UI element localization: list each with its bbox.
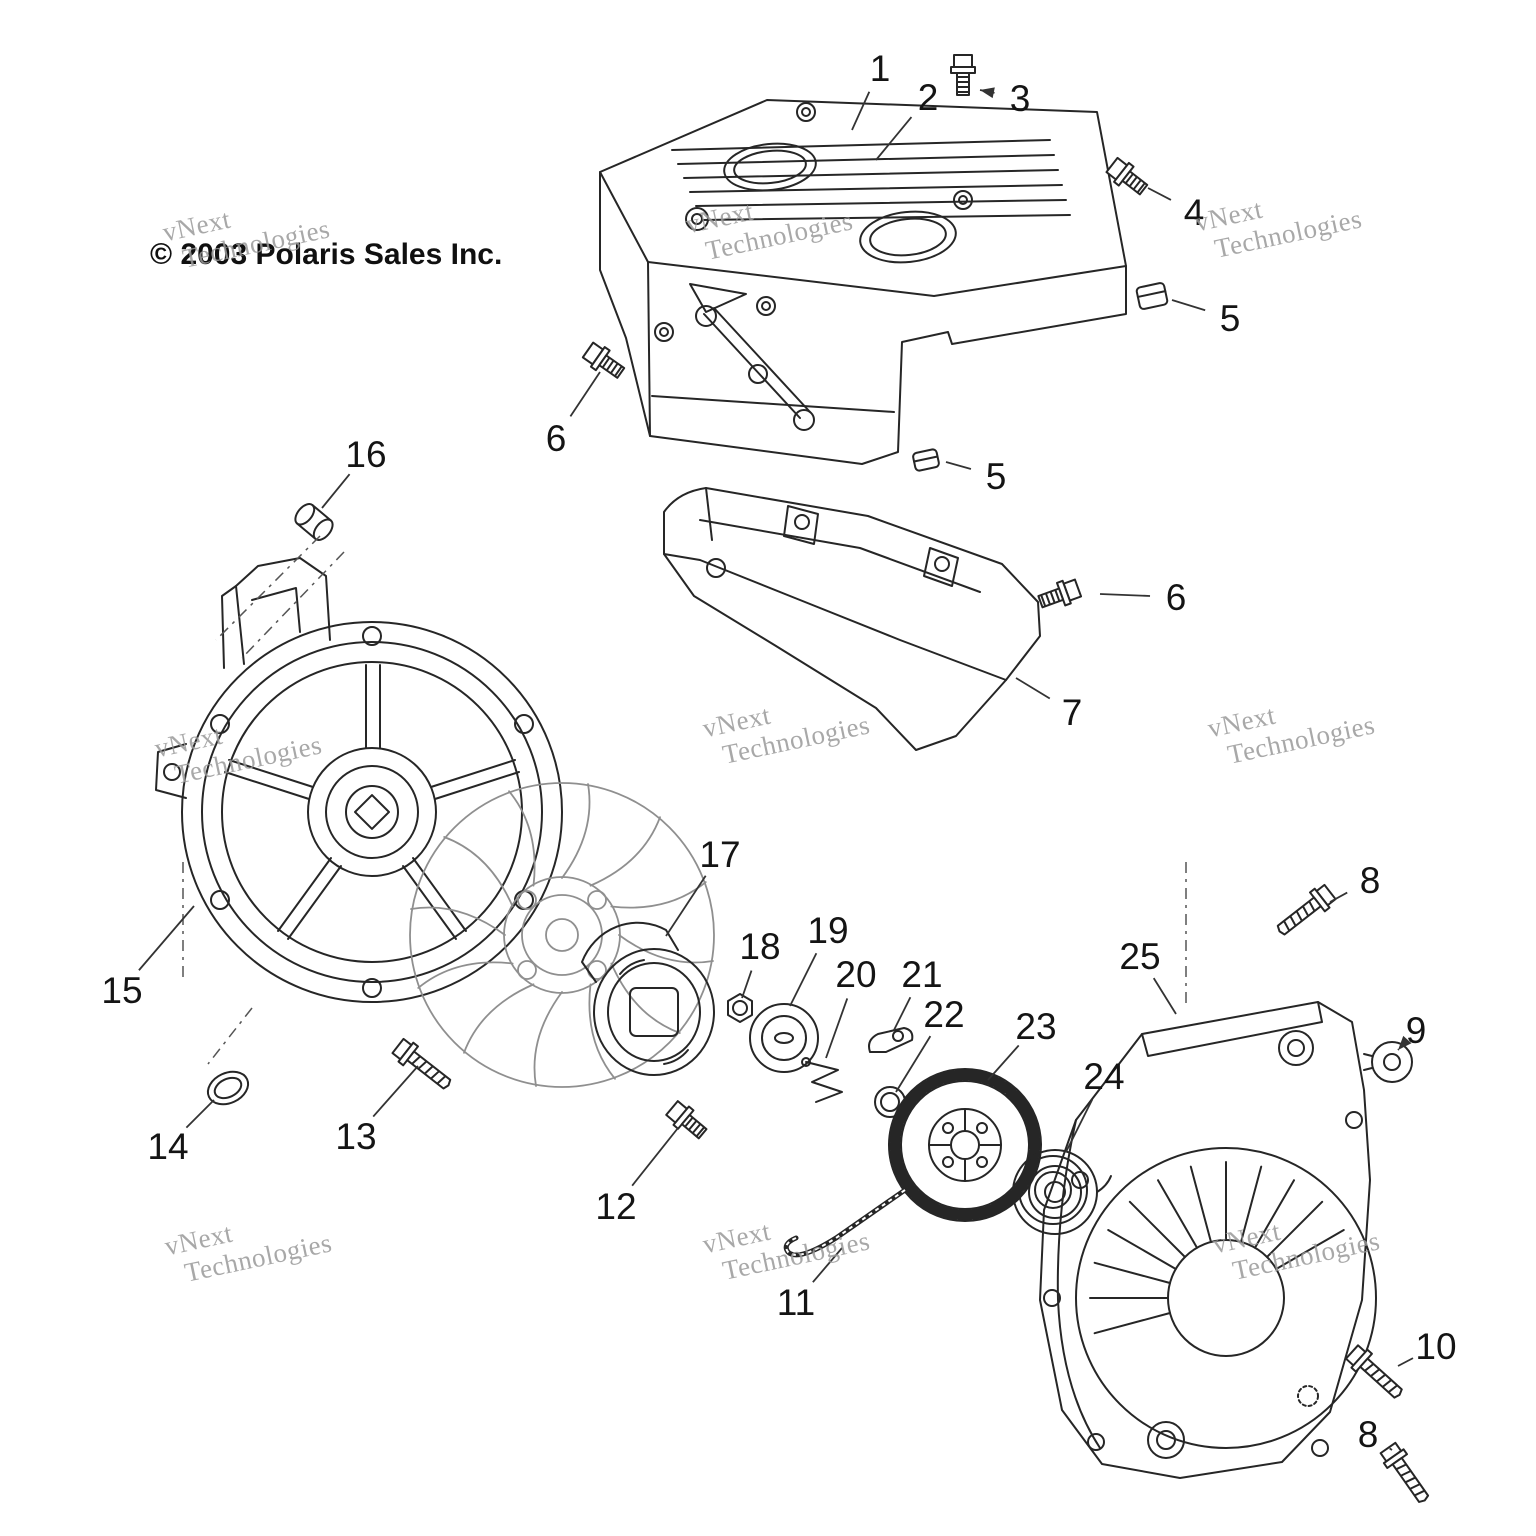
bolt-6a bbox=[580, 339, 629, 384]
callout-number-19: 19 bbox=[807, 910, 848, 951]
callout-number-6: 6 bbox=[546, 418, 567, 459]
leader-line bbox=[875, 116, 913, 161]
leader-line bbox=[569, 371, 601, 417]
callout-number-15: 15 bbox=[101, 970, 142, 1011]
leader-line bbox=[138, 905, 195, 971]
starter-rope-part bbox=[783, 1187, 908, 1258]
leader-arrowhead bbox=[980, 87, 995, 99]
callout-number-22: 22 bbox=[923, 994, 964, 1035]
leader-line bbox=[1152, 977, 1177, 1015]
callout-number-17: 17 bbox=[699, 834, 740, 875]
leader-line bbox=[372, 1065, 419, 1118]
leader-line bbox=[665, 875, 707, 937]
callout-number-24: 24 bbox=[1083, 1056, 1124, 1097]
callout-number-16: 16 bbox=[345, 434, 386, 475]
leader-line bbox=[851, 91, 871, 131]
callout-number-23: 23 bbox=[1015, 1006, 1056, 1047]
leader-line bbox=[1389, 1447, 1393, 1451]
screw-8a bbox=[1271, 881, 1339, 942]
callout-number-21: 21 bbox=[901, 954, 942, 995]
callout-number-13: 13 bbox=[335, 1116, 376, 1157]
callout-number-8: 8 bbox=[1358, 1414, 1379, 1455]
clip-5a bbox=[1135, 282, 1169, 310]
leader-line bbox=[1147, 187, 1172, 201]
callout-number-14: 14 bbox=[147, 1126, 188, 1167]
leader-arrowhead bbox=[1398, 1035, 1412, 1050]
callout-number-4: 4 bbox=[1184, 192, 1205, 233]
bolt-6b bbox=[1035, 575, 1084, 614]
leader-line bbox=[1015, 677, 1051, 700]
air-baffle-part bbox=[663, 487, 1041, 751]
callout-number-5: 5 bbox=[986, 456, 1007, 497]
callout-number-9: 9 bbox=[1406, 1010, 1427, 1051]
callout-number-7: 7 bbox=[1062, 692, 1083, 733]
leader-line bbox=[1099, 593, 1151, 597]
bushing-16 bbox=[294, 503, 334, 541]
callout-number-11: 11 bbox=[777, 1282, 815, 1323]
bolt-3 bbox=[950, 54, 976, 96]
fan-housing-backplate-part bbox=[155, 557, 563, 1003]
screw-10 bbox=[1342, 1342, 1409, 1405]
leader-line bbox=[1397, 1357, 1414, 1367]
starter-cup-part bbox=[581, 921, 715, 1076]
clip-5b bbox=[912, 448, 940, 472]
cap-14 bbox=[206, 1070, 250, 1106]
callout-number-25: 25 bbox=[1119, 936, 1160, 977]
callout-number-8: 8 bbox=[1360, 860, 1381, 901]
copyright-text: © 2003 Polaris Sales Inc. bbox=[150, 238, 503, 271]
blower-housing-part bbox=[1039, 1001, 1377, 1479]
callout-number-20: 20 bbox=[835, 954, 876, 995]
callout-number-18: 18 bbox=[739, 926, 780, 967]
callout-number-3: 3 bbox=[1010, 78, 1031, 119]
starter-small-parts bbox=[727, 993, 914, 1118]
leader-line bbox=[789, 952, 818, 1007]
callout-number-2: 2 bbox=[918, 77, 939, 118]
leader-line bbox=[825, 998, 849, 1059]
callout-number-5: 5 bbox=[1220, 298, 1241, 339]
leader-line bbox=[893, 996, 912, 1031]
leader-line bbox=[987, 1044, 1020, 1081]
leader-line bbox=[631, 1127, 679, 1187]
leader-line bbox=[945, 461, 972, 470]
cooling-fan-flywheel-part bbox=[409, 782, 715, 1088]
leader-line bbox=[1171, 299, 1206, 312]
callout-number-10: 10 bbox=[1415, 1326, 1456, 1367]
callout-number-12: 12 bbox=[595, 1186, 636, 1227]
fasteners bbox=[206, 54, 1436, 1509]
leader-line bbox=[812, 1247, 843, 1283]
screw-8b bbox=[1377, 1440, 1436, 1509]
leader-line bbox=[321, 473, 351, 509]
construction-lines bbox=[182, 535, 1187, 1065]
recoil-reel-part bbox=[888, 1068, 1042, 1222]
engine-cover-part bbox=[599, 99, 1127, 465]
leader-line bbox=[741, 970, 753, 999]
leader-line bbox=[1065, 1098, 1094, 1153]
callout-number-1: 1 bbox=[870, 48, 891, 89]
plug-9 bbox=[1363, 1041, 1413, 1083]
leader-line bbox=[1329, 891, 1348, 903]
leader-line bbox=[185, 1099, 215, 1129]
leader-line bbox=[895, 1035, 932, 1093]
callout-number-6: 6 bbox=[1166, 577, 1187, 618]
